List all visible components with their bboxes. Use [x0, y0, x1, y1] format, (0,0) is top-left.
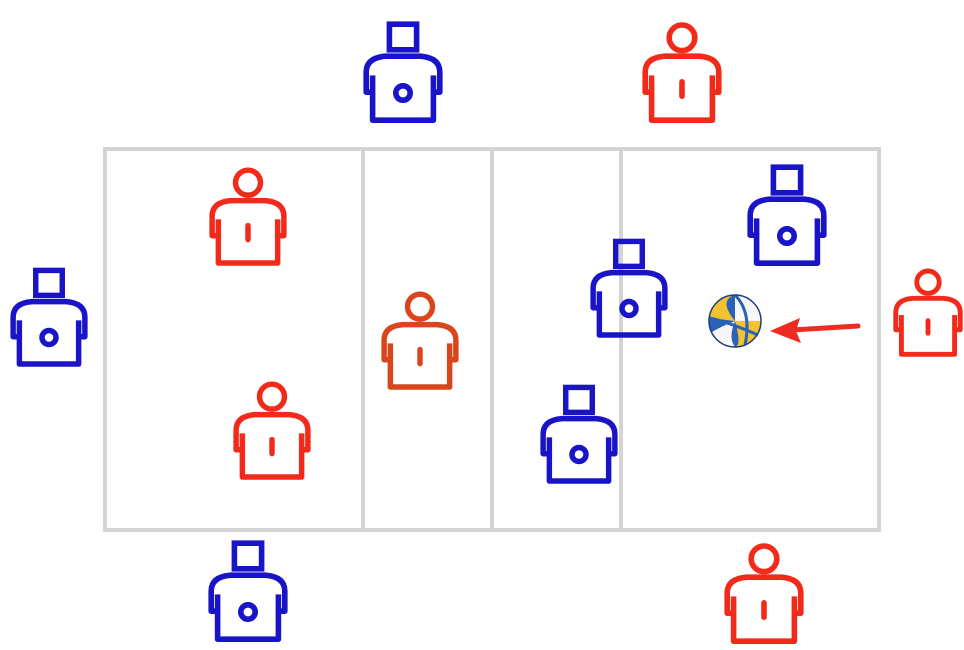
player-round-head-icon	[212, 170, 284, 263]
volleyball-icon	[709, 295, 761, 347]
player-square-head-icon	[750, 167, 824, 263]
player-round-head-icon	[384, 294, 456, 387]
player-round-head-icon	[896, 271, 960, 354]
player-round-head-icon	[727, 546, 801, 641]
court	[105, 149, 879, 530]
player-round-head-icon	[645, 25, 719, 120]
player-square-head-icon	[211, 543, 285, 639]
player-round-head-icon	[236, 384, 308, 477]
player-square-head-icon	[593, 241, 665, 335]
player-square-head-icon	[13, 270, 85, 364]
player-square-head-icon	[366, 24, 440, 120]
arrow-left-icon	[770, 318, 858, 343]
player-square-head-icon	[543, 387, 615, 481]
